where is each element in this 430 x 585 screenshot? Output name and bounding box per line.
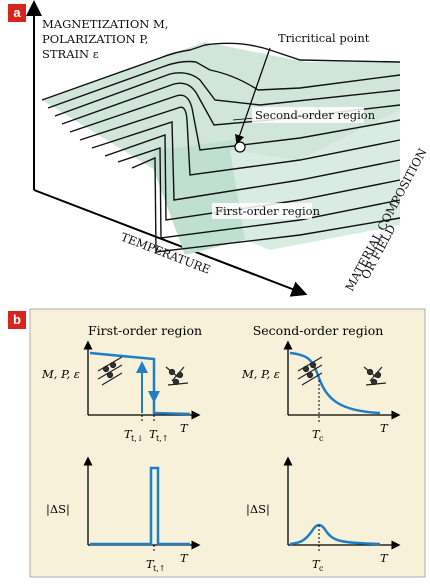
tick-tc-top: T: [312, 427, 321, 441]
second-order-title: Second-order region: [253, 323, 384, 338]
y-label-line2: POLARIZATION P,: [42, 32, 148, 46]
disordered-dipoles-icon-2: [363, 366, 387, 386]
panel-b: b First-order region Second-order region…: [0, 305, 430, 581]
tick-tt-bottom-sub: t,↑: [153, 564, 165, 573]
x-axis: [33, 189, 308, 297]
tricritical-leader: [235, 47, 271, 145]
tick-tc-top-sub: c: [319, 434, 324, 443]
panel-a-badge: a: [8, 4, 26, 22]
tick-tc-bottom-sub: c: [319, 564, 324, 573]
order-comparison-plots: First-order region Second-order region M…: [29, 308, 426, 578]
right-bottom-ylabel: |ΔS|: [246, 502, 270, 517]
x-label-bl: T: [180, 551, 189, 565]
left-bottom-ylabel: |ΔS|: [46, 502, 70, 517]
first-order-title: First-order region: [88, 323, 202, 338]
tick-t-down-sub: t,↓: [131, 434, 143, 443]
panel-a: a MA: [8, 0, 430, 297]
y-label-line3: STRAIN ε: [42, 47, 99, 61]
second-order-label: Second-order region: [255, 108, 376, 122]
disordered-dipoles-icon: [165, 366, 189, 386]
tick-tt-bottom: T: [146, 557, 155, 571]
y-label-line1: MAGNETIZATION M,: [42, 17, 168, 31]
first-order-label: First-order region: [215, 204, 321, 218]
tricritical-label: Tricritical point: [278, 31, 370, 45]
x-label-tl: T: [180, 421, 189, 435]
tick-t-up: T: [149, 427, 158, 441]
phase-surface-diagram: MAGNETIZATION M, POLARIZATION P, STRAIN …: [26, 0, 430, 297]
tick-tc-bottom: T: [312, 557, 321, 571]
right-top-ylabel: M, P, ε: [241, 367, 280, 381]
ordered-dipoles-icon-2: [297, 356, 323, 386]
tick-t-down: T: [124, 427, 133, 441]
x-label-br: T: [380, 551, 389, 565]
left-top-ylabel: M, P, ε: [41, 367, 80, 381]
panel-b-background: [29, 308, 426, 578]
panel-b-badge: b: [8, 311, 26, 329]
isotherm-curves: [41, 42, 401, 253]
tick-t-up-sub: t,↑: [156, 434, 168, 443]
ordered-dipoles-icon: [97, 356, 123, 386]
tricritical-point-marker: [234, 141, 246, 153]
first-order-entropy-spike: [90, 466, 190, 546]
upper-surface: [42, 42, 400, 170]
x-label-tr: T: [380, 421, 389, 435]
